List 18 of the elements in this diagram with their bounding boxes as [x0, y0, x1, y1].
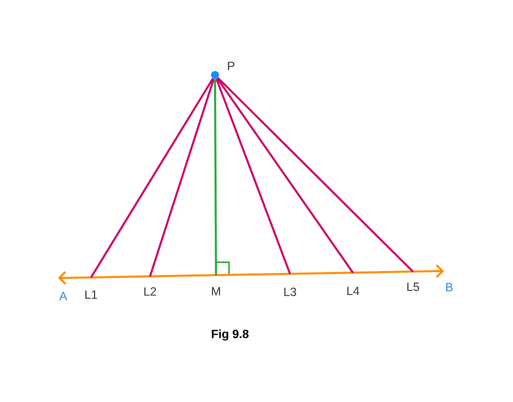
- point-label: L4: [347, 286, 360, 295]
- line-segment: [214, 79, 217, 276]
- line-segment: [216, 78, 291, 274]
- point-label: L1: [85, 290, 98, 299]
- point-label: A: [59, 292, 68, 300]
- point-label: B: [446, 282, 453, 292]
- line-segment: [149, 78, 215, 277]
- line-segment: [217, 77, 414, 272]
- point-label: L5: [407, 282, 420, 292]
- point-label: M: [212, 287, 220, 296]
- caption: Fig 9.8: [212, 329, 249, 341]
- point-label: L2: [144, 287, 156, 296]
- line-segment: [216, 78, 354, 274]
- line-segment: [58, 264, 444, 285]
- point-label: L3: [284, 288, 296, 296]
- point-dot: [211, 71, 219, 79]
- line-segment: [90, 78, 214, 278]
- point-label: P: [228, 62, 234, 70]
